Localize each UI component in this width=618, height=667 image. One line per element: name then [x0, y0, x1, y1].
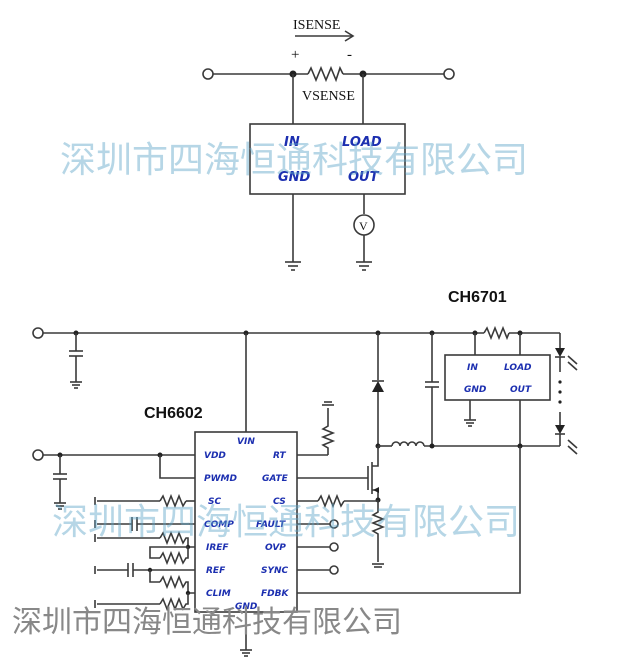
pin-cs: CS	[273, 497, 286, 507]
ch6701-pin-in: IN	[467, 363, 478, 373]
node-dot	[429, 443, 435, 449]
pin-ref: REF	[206, 566, 226, 576]
output-terminal	[443, 68, 455, 80]
pwmd-wire	[159, 455, 195, 479]
pin-gnd: GND	[235, 602, 258, 612]
ovp-terminal	[329, 542, 339, 552]
ground-icon	[240, 649, 252, 657]
clim-resistor	[159, 574, 195, 594]
clim-resistor-2	[159, 593, 189, 612]
ch6701-title: CH6701	[448, 289, 507, 306]
sense-ic-box	[249, 123, 406, 195]
vsense-label: VSENSE	[302, 89, 355, 104]
diode-icon	[372, 381, 384, 392]
pin-sc: SC	[208, 497, 221, 507]
ch6701-sense-resistor	[483, 325, 510, 341]
inductor	[391, 441, 425, 447]
ground-icon	[356, 261, 372, 271]
pin-gate: GATE	[262, 474, 289, 484]
pin-clim: CLIM	[206, 589, 231, 599]
fdbk-wire	[297, 446, 521, 594]
watermark-bottom: 深圳市四海恒通科技有限公司	[12, 605, 402, 640]
sync-terminal	[329, 565, 339, 575]
pin-in: IN	[284, 135, 300, 150]
pin-vin: VIN	[237, 437, 255, 447]
iref-resistor	[159, 530, 195, 548]
ch6701-box	[444, 354, 551, 401]
pin-out: OUT	[348, 170, 380, 185]
iref-resistor-2	[159, 547, 189, 566]
watermark-middle: 深圳市四海恒通科技有限公司	[52, 502, 520, 543]
led-icon	[555, 425, 578, 455]
ch6701-pin-load: LOAD	[504, 363, 532, 373]
sense-resistor-low	[370, 500, 386, 562]
input-terminal	[202, 68, 214, 80]
ch6602-box	[194, 431, 298, 613]
pin-sync: SYNC	[261, 566, 289, 576]
pin-pwmd: PWMD	[204, 474, 237, 484]
sc-resistor	[159, 493, 187, 509]
ch6602-title: CH6602	[144, 405, 203, 422]
pin-comp: COMP	[204, 520, 234, 530]
pin-ovp: OVP	[265, 543, 286, 553]
cs-resistor	[317, 493, 345, 509]
wire	[149, 546, 188, 559]
rt-resistor	[320, 408, 336, 455]
ground-icon	[70, 381, 82, 389]
ch6701-pin-gnd: GND	[464, 385, 487, 395]
voltmeter-label: V	[359, 219, 368, 233]
ch6701-pin-out: OUT	[510, 385, 532, 395]
ground-icon	[464, 419, 476, 427]
ground-icon	[285, 261, 301, 271]
plus-sign: +	[291, 47, 299, 63]
pin-fdbk: FDBK	[261, 589, 289, 599]
isense-label: ISENSE	[293, 18, 340, 33]
pin-load: LOAD	[342, 135, 382, 150]
vin-terminal	[32, 327, 44, 339]
wire	[149, 570, 160, 583]
led-driver-circuit: CH6701 CH6602 IN LOAD GND OUT	[32, 289, 578, 657]
mosfet-icon	[367, 446, 379, 500]
ellipsis-dots	[558, 380, 562, 404]
pin-gnd: GND	[278, 170, 311, 185]
current-sense-circuit: ISENSE + - VSENSE IN LOAD GND OUT V	[202, 18, 455, 271]
pin-rt: RT	[273, 451, 287, 461]
pin-vdd: VDD	[204, 451, 226, 461]
ground-icon	[54, 502, 66, 510]
fault-terminal	[329, 519, 339, 529]
isense-arrow-head	[344, 30, 355, 42]
sense-resistor	[307, 65, 344, 83]
watermark-upper: 深圳市四海恒通科技有限公司	[60, 140, 528, 181]
vdd-terminal	[32, 449, 44, 461]
minus-sign: -	[347, 47, 352, 63]
pin-iref: IREF	[206, 543, 229, 553]
pin-fault: FAULT	[256, 520, 286, 530]
led-icon	[555, 348, 578, 371]
